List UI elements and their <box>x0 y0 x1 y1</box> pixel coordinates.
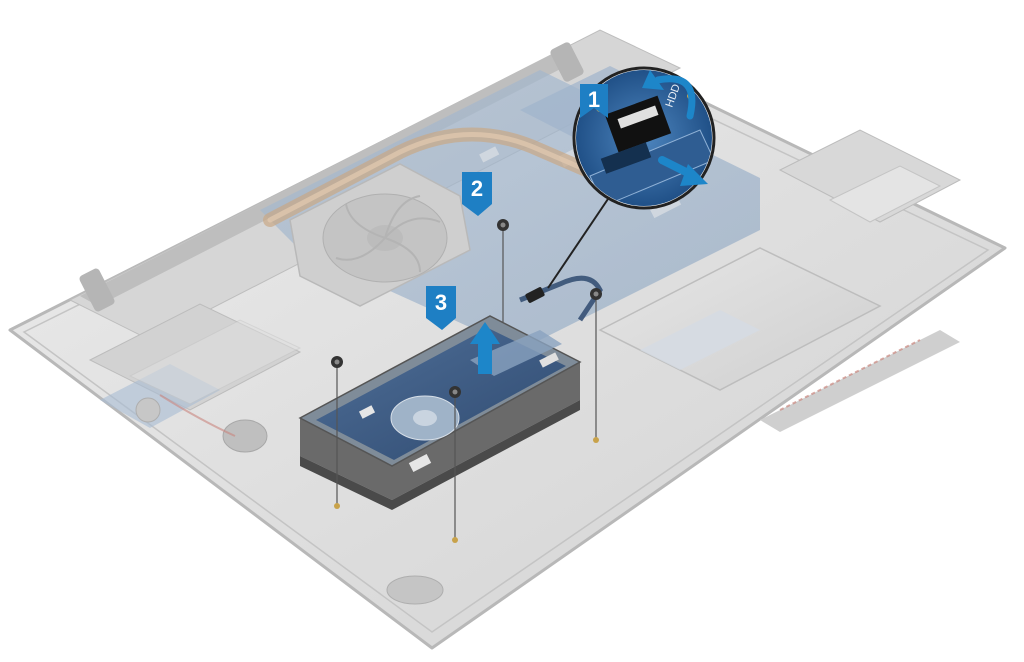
rotate-arrowhead-icon <box>642 70 664 90</box>
zoom-leader-line <box>547 195 611 289</box>
heat-pipe <box>263 127 607 227</box>
lift-arrow-icon <box>470 322 500 374</box>
callout-step-3: 3 <box>426 286 456 330</box>
hard-drive-assembly <box>298 315 582 510</box>
zoom-inset: HDD <box>572 66 716 210</box>
speaker-right <box>760 330 960 432</box>
screw-3 <box>590 288 602 443</box>
screw-guides <box>336 228 597 538</box>
callout-step-1-label: 1 <box>588 87 600 112</box>
screw-4 <box>497 219 509 231</box>
callout-step-2: 2 <box>462 172 492 216</box>
callout-step-3-label: 3 <box>435 290 447 315</box>
screw-1 <box>331 356 343 509</box>
cooling-fan <box>289 163 471 307</box>
pull-arrowhead-icon <box>680 164 708 186</box>
ssd-bracket <box>778 129 962 223</box>
screw-2 <box>449 386 461 543</box>
ribbon-cable <box>128 319 302 405</box>
touchpad <box>598 247 882 391</box>
speaker-left <box>386 575 444 605</box>
callout-step-2-label: 2 <box>471 176 483 201</box>
rotate-arrow-icon <box>654 75 696 120</box>
callout-step-1: 1 <box>580 84 608 118</box>
